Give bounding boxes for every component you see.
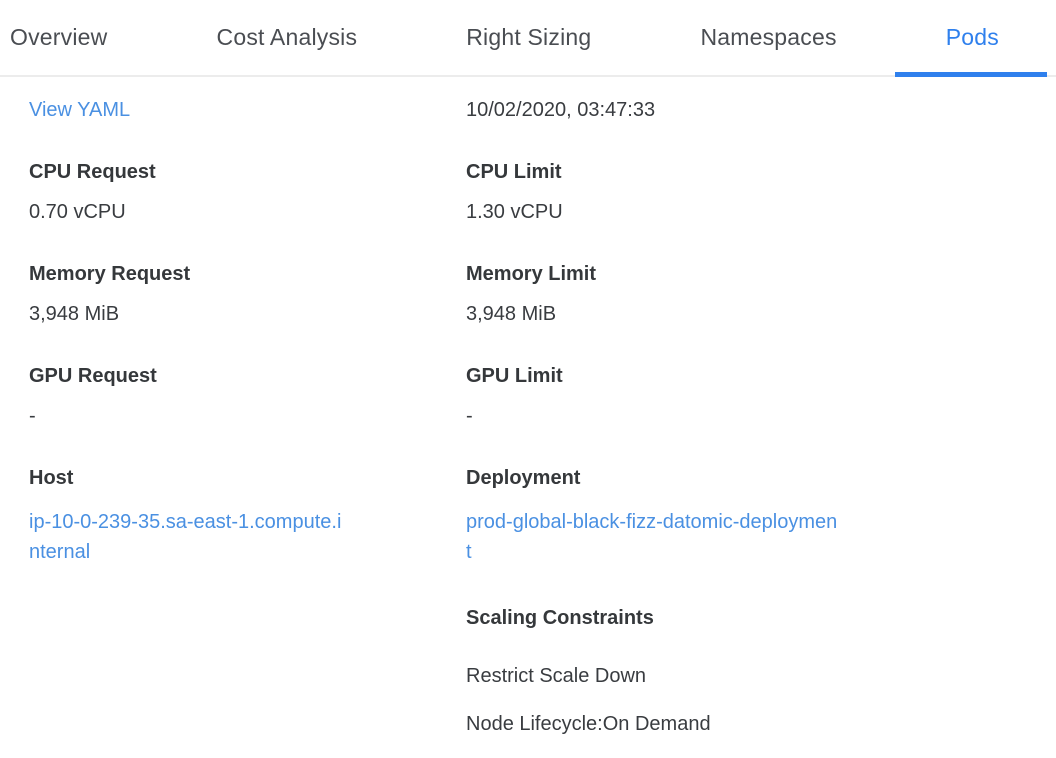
field-cpu-limit: CPU Limit 1.30 vCPU: [466, 161, 1036, 223]
field-label: GPU Request: [29, 365, 157, 387]
field-value: 0.70 vCPU: [29, 201, 126, 223]
field-gpu-limit: GPU Limit -: [466, 365, 1036, 427]
pod-details-grid: View YAML 10/02/2020, 03:47:33 CPU Reque…: [29, 99, 1036, 735]
field-host: Host ip-10-0-239-35.sa-east-1.compute.in…: [29, 467, 466, 567]
field-label: CPU Limit: [466, 161, 562, 183]
view-yaml-cell: View YAML: [29, 99, 466, 121]
scaling-constraints-section: Scaling Constraints Restrict Scale Down …: [466, 607, 1036, 735]
field-value: 3,948 MiB: [466, 303, 557, 325]
last-updated-timestamp: 10/02/2020, 03:47:33: [466, 99, 656, 121]
field-gpu-request: GPU Request -: [29, 365, 466, 427]
field-memory-limit: Memory Limit 3,948 MiB: [466, 263, 1036, 325]
field-label: Memory Limit: [466, 263, 597, 285]
tab-right-sizing[interactable]: Right Sizing: [466, 24, 592, 50]
host-link[interactable]: ip-10-0-239-35.sa-east-1.compute.interna…: [29, 511, 342, 563]
field-value: -: [29, 405, 36, 427]
field-label: CPU Request: [29, 161, 156, 183]
field-label: GPU Limit: [466, 365, 563, 387]
tab-namespaces[interactable]: Namespaces: [700, 24, 837, 50]
field-memory-request: Memory Request 3,948 MiB: [29, 263, 466, 325]
tab-overview[interactable]: Overview: [10, 24, 108, 50]
scaling-item-restrict-scale-down: Restrict Scale Down: [466, 665, 647, 687]
field-value: -: [466, 405, 473, 427]
field-cpu-request: CPU Request 0.70 vCPU: [29, 161, 466, 223]
view-yaml-link[interactable]: View YAML: [29, 99, 131, 121]
field-label: Deployment: [466, 467, 581, 489]
deployment-link[interactable]: prod-global-black-fizz-datomic-deploymen…: [466, 511, 838, 563]
scaling-constraints-title: Scaling Constraints: [466, 607, 654, 629]
field-label: Memory Request: [29, 263, 191, 285]
timestamp-cell: 10/02/2020, 03:47:33: [466, 99, 1036, 121]
field-deployment: Deployment prod-global-black-fizz-datomi…: [466, 467, 1036, 567]
field-value: 3,948 MiB: [29, 303, 120, 325]
field-value: 1.30 vCPU: [466, 201, 563, 223]
scaling-item-node-lifecycle: Node Lifecycle:On Demand: [466, 713, 711, 735]
tab-cost-analysis[interactable]: Cost Analysis: [216, 24, 358, 50]
tab-bar: Overview Cost Analysis Right Sizing Name…: [0, 0, 1056, 77]
tab-pods[interactable]: Pods: [894, 0, 1048, 77]
pod-details-panel: View YAML 10/02/2020, 03:47:33 CPU Reque…: [0, 77, 1056, 735]
field-label: Host: [29, 467, 74, 489]
